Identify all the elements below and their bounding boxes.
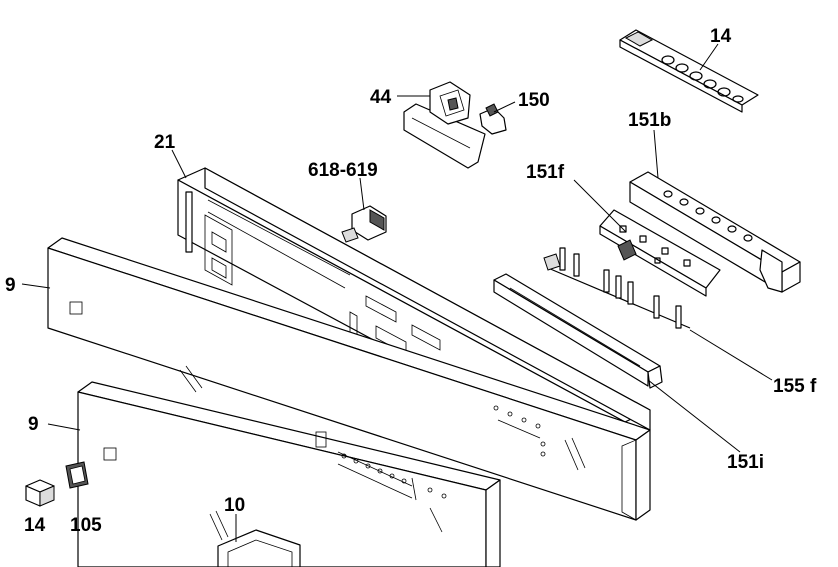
callout-618-619: 618-619 <box>308 160 378 181</box>
callout-151i: 151i <box>727 452 764 473</box>
part-14-keypad <box>619 29 759 113</box>
part-151i-bar <box>493 273 663 389</box>
callout-105: 105 <box>70 515 102 536</box>
callout-labels: 14 44 150 151b 21 618-619 151f 9 155 f 1… <box>5 26 817 536</box>
part-21-frame <box>177 167 651 476</box>
upper-panel-dots <box>493 405 546 457</box>
callout-150: 150 <box>518 90 550 111</box>
callout-155f: 155 f <box>773 376 817 397</box>
callout-9-upper: 9 <box>5 275 16 296</box>
part-105-bezel <box>65 461 89 489</box>
part-151f-circuit-board <box>599 209 721 297</box>
part-150-microswitch <box>479 103 507 135</box>
keypad-buttons <box>661 55 744 103</box>
cover-holes <box>663 190 753 242</box>
part-151b-cover <box>629 171 801 293</box>
part-618-619-connector <box>341 205 387 243</box>
callout-14-top: 14 <box>710 26 732 47</box>
lower-panel-dots <box>341 453 447 499</box>
callout-151b: 151b <box>628 110 671 131</box>
callout-21: 21 <box>154 132 176 153</box>
callout-151f: 151f <box>526 162 565 183</box>
callout-44: 44 <box>370 87 392 108</box>
part-155f-pins <box>543 247 691 329</box>
part-9-lower-panel <box>77 381 501 567</box>
callout-10: 10 <box>224 495 245 516</box>
callout-14-bottom: 14 <box>24 515 46 536</box>
callout-9-lower: 9 <box>28 414 39 435</box>
leader-lines <box>21 43 773 542</box>
part-14-button-cube <box>25 479 55 507</box>
part-10-display-window <box>217 529 301 567</box>
pin-set <box>559 247 682 329</box>
part-9-upper-panel <box>47 237 651 521</box>
part-44-switch <box>403 81 486 169</box>
board-components <box>619 225 691 267</box>
